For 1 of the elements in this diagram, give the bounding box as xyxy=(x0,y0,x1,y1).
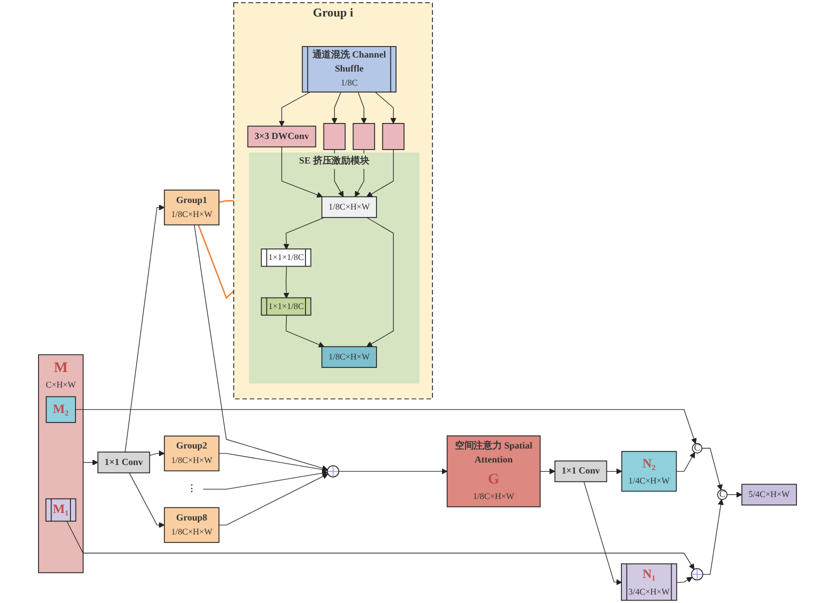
node-text: ⋮ xyxy=(186,484,196,494)
